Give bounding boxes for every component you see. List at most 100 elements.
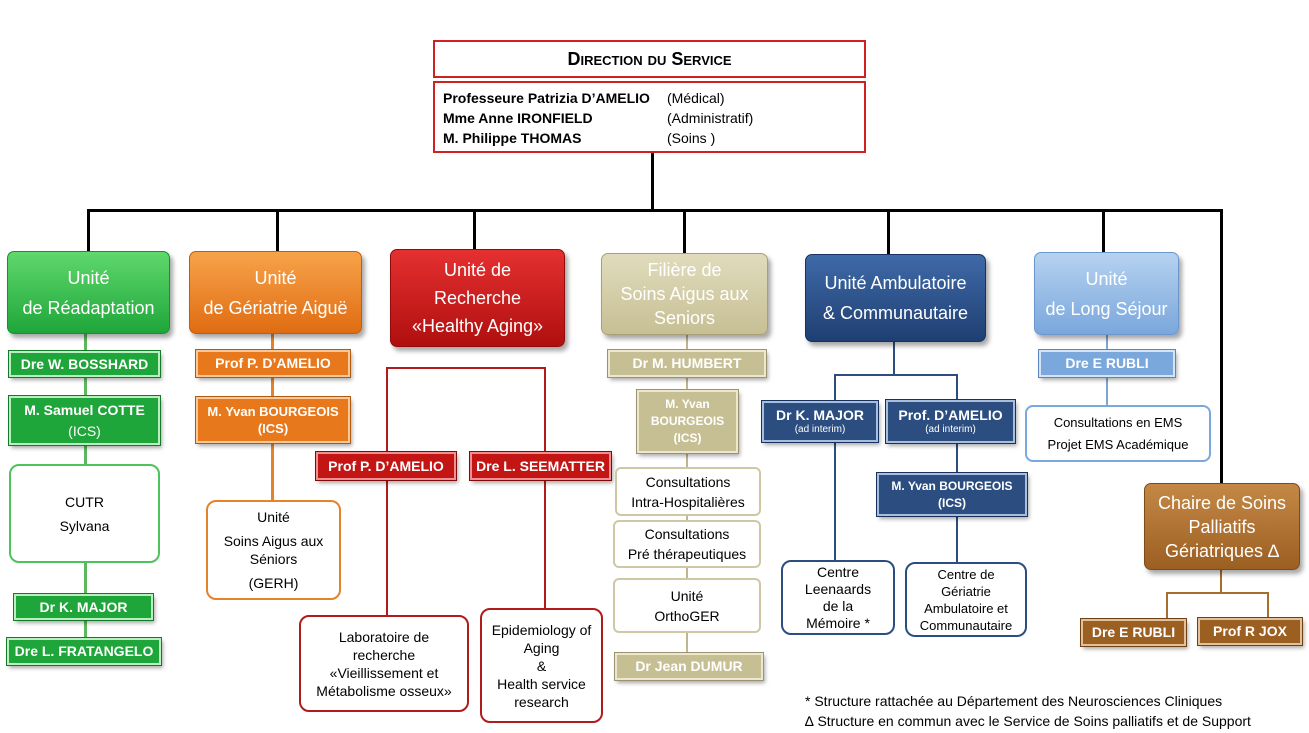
member-row: Mme Anne IRONFIELD (Administratif): [443, 108, 856, 128]
unit-line: Unité Ambulatoire: [824, 273, 967, 293]
connector-red-right: [544, 367, 546, 610]
staff-note: (ad interim): [794, 424, 846, 435]
box-line: Pré thérapeutiques: [627, 546, 747, 562]
box-centre-geriatrie-ambulatoire: Centre de Gériatrie Ambulatoire et Commu…: [905, 562, 1027, 637]
staff-line: M. Yvan: [665, 397, 710, 411]
box-line: Aging: [523, 639, 560, 656]
member-name: Mme Anne IRONFIELD: [443, 110, 593, 126]
member-role: (Soins ): [667, 130, 716, 146]
staff-role: (ICS): [257, 421, 289, 436]
box-line: Séniors: [249, 551, 298, 567]
staff-major: Dr K. MAJOR: [13, 593, 154, 621]
connector-drop-1: [87, 209, 90, 252]
connector-main-horizontal: [87, 209, 1223, 212]
staff-name: M. Yvan BOURGEOIS: [891, 478, 1013, 493]
box-line: &: [536, 657, 547, 674]
staff-cotte: M. Samuel COTTE (ICS): [8, 395, 161, 446]
box-soins-aigus-seniors: Unité Soins Aigus aux Séniors (GERH): [206, 500, 341, 600]
staff-damelio-ambulatoire: Prof. D’AMELIO (ad interim): [885, 399, 1016, 444]
member-name: Professeure Patrizia D’AMELIO: [443, 90, 650, 106]
direction-members: Professeure Patrizia D’AMELIO (Médical) …: [433, 81, 866, 153]
box-line: de la: [822, 597, 854, 614]
unit-line: Soins Aigus aux: [620, 284, 749, 304]
box-orthoger: Unité OrthoGER: [613, 578, 761, 633]
staff-line: (ICS): [673, 431, 702, 445]
box-line: Sylvana: [59, 517, 110, 534]
box-laboratoire: Laboratoire de recherche «Vieillissement…: [299, 615, 469, 712]
member-row: M. Philippe THOMAS (Soins ): [443, 128, 856, 148]
unit-long-sejour: Unité de Long Séjour: [1034, 252, 1179, 335]
unit-chaire-palliatifs: Chaire de Soins Palliatifs Gériatriques …: [1144, 483, 1300, 570]
box-consultations-pre: Consultations Pré thérapeutiques: [613, 520, 761, 568]
box-line: Unité: [670, 587, 704, 604]
box-line: Ambulatoire et: [924, 600, 1008, 616]
staff-rubli-palliatifs: Dre E RUBLI: [1080, 618, 1187, 647]
staff-role: (ICS): [938, 495, 966, 510]
box-line: Projet EMS Académique: [1047, 436, 1189, 452]
staff-fratangelo: Dre L. FRATANGELO: [6, 637, 162, 666]
staff-role: (ICS): [68, 422, 101, 439]
unit-line: de Gériatrie Aiguë: [203, 297, 348, 318]
box-line: OrthoGER: [654, 607, 720, 624]
connector-blue-right: [956, 374, 958, 564]
unit-line: Unité: [67, 267, 110, 288]
unit-line: Gériatriques ∆: [1164, 540, 1280, 561]
box-line: Laboratoire de: [338, 628, 430, 645]
connector-blue-top: [893, 341, 895, 375]
box-line: (GERH): [248, 575, 299, 591]
member-role: (Administratif): [667, 110, 754, 126]
staff-damelio-recherche: Prof P. D’AMELIO: [315, 451, 457, 481]
unit-ambulatoire: Unité Ambulatoire & Communautaire: [805, 254, 986, 342]
box-line: Health service: [497, 675, 586, 692]
box-line: Consultations: [645, 473, 731, 490]
unit-line: Seniors: [653, 308, 716, 328]
connector-red-horizontal: [386, 367, 546, 369]
connector-brown-left: [1166, 592, 1168, 620]
connector-drop-3: [473, 209, 476, 251]
box-line: Intra-Hospitalières: [631, 493, 745, 510]
unit-geriatrie-aigue: Unité de Gériatrie Aiguë: [189, 251, 362, 334]
box-centre-leenaards: Centre Leenaards de la Mémoire *: [781, 560, 895, 635]
connector-drop-7: [1220, 209, 1223, 483]
unit-line: Recherche: [433, 288, 522, 308]
unit-line: Filière de: [647, 260, 722, 280]
direction-title: Direction du Service: [433, 40, 866, 78]
staff-name: Prof. D’AMELIO: [898, 407, 1003, 423]
staff-bourgeois-ambulatoire: M. Yvan BOURGEOIS (ICS): [876, 472, 1028, 517]
box-line: Soins Aigus aux: [223, 533, 324, 549]
unit-recherche: Unité de Recherche «Healthy Aging»: [390, 249, 565, 347]
box-line: Epidemiology of: [491, 621, 592, 638]
staff-bosshard: Dre W. BOSSHARD: [8, 350, 161, 378]
connector-brown-horizontal: [1166, 592, 1269, 594]
footnote-star: * Structure rattachée au Département des…: [805, 693, 1223, 709]
connector-blue-left: [834, 374, 836, 562]
unit-line: Palliatifs: [1188, 516, 1256, 537]
staff-line: BOURGEOIS: [650, 414, 725, 428]
member-role: (Médical): [667, 90, 725, 106]
box-line: Consultations en EMS: [1053, 414, 1183, 430]
connector-drop-6: [1102, 209, 1105, 253]
staff-name: M. Yvan BOURGEOIS: [207, 404, 339, 419]
box-consultations-intra: Consultations Intra-Hospitalières: [615, 467, 761, 516]
box-line: Consultations: [644, 526, 730, 542]
box-line: Communautaire: [919, 617, 1013, 633]
staff-bourgeois-filiere: M. Yvan BOURGEOIS (ICS): [636, 389, 739, 454]
connector-drop-5: [887, 209, 890, 255]
unit-line: «Healthy Aging»: [411, 316, 544, 336]
box-line: Métabolisme osseux»: [316, 682, 452, 699]
connector-drop-2: [276, 209, 279, 252]
box-line: research: [514, 693, 569, 710]
unit-line: & Communautaire: [822, 303, 969, 323]
connector-brown-right: [1267, 592, 1269, 620]
unit-line: Unité de: [443, 260, 512, 280]
staff-jox: Prof R JOX: [1197, 617, 1303, 646]
connector-blue-horizontal: [834, 374, 958, 376]
connector-red-left: [386, 367, 388, 617]
staff-seematter: Dre L. SEEMATTER: [469, 451, 612, 481]
footnote-delta: ∆ Structure en commun avec le Service de…: [805, 713, 1251, 729]
staff-name: Dr K. MAJOR: [776, 407, 864, 423]
box-line: Centre: [816, 563, 860, 580]
connector-drop-4: [683, 209, 686, 253]
unit-line: Unité: [1085, 268, 1128, 289]
box-line: Mémoire *: [806, 614, 870, 631]
